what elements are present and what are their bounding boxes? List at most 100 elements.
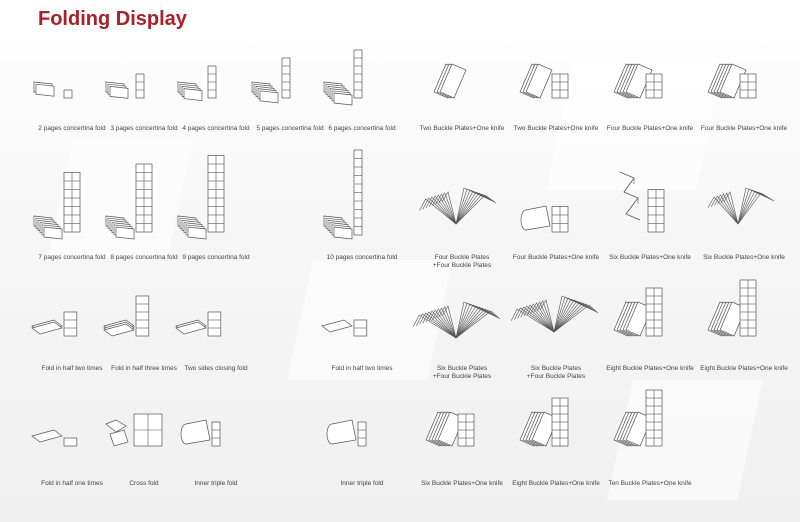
caption-line: Two Buckle Plates+One knife: [513, 125, 599, 132]
caption-line: Six Buckle Plates+One knife: [421, 480, 503, 487]
caption-line: Six Buckle Plates: [436, 365, 488, 372]
unfolded-panel-grid: [63, 311, 78, 337]
rolled-fold: [180, 419, 211, 445]
fold-item-caption: 8 pages concertina fold: [92, 254, 196, 262]
fold-item-caption: 3 pages concertina fold: [92, 125, 196, 133]
fold-diagram: [103, 295, 150, 337]
cross-fold-sheet: [105, 419, 129, 447]
unfolded-panel-grid: [211, 421, 221, 447]
unfolded-panel-grid: [457, 413, 475, 447]
fold-diagram: [510, 295, 599, 333]
half-fold-sheet: [321, 319, 353, 333]
caption-line: Inner triple fold: [194, 480, 238, 487]
fold-diagram: [323, 49, 363, 106]
caption-line: Fold in half two times: [331, 365, 393, 372]
fold-item-caption: Six Buckle Plates+Four Buckle Plates: [504, 365, 608, 381]
folded-leaflet-stack: [105, 81, 129, 99]
zigzag-fold: [619, 171, 641, 221]
folded-leaflet-stack: [33, 81, 55, 97]
fold-diagram: [412, 301, 501, 339]
caption-line: Six Buckle Plates: [530, 365, 582, 372]
open-folded-book: [412, 301, 501, 339]
fold-item: Four Buckle Plates+One knife: [606, 40, 694, 162]
caption-line: 6 pages concertina fold: [328, 125, 396, 132]
caption-line: 4 pages concertina fold: [182, 125, 250, 132]
fold-diagram: [613, 287, 663, 337]
unfolded-panel-grid: [647, 189, 665, 233]
unfolded-panel-grid: [63, 172, 81, 233]
fold-item: Two Buckle Plates+One knife: [512, 40, 600, 162]
fold-diagram: [619, 171, 665, 233]
fold-diagram: [520, 205, 569, 233]
fold-diagram: [31, 311, 78, 337]
fold-item: Six Buckle Plates+Four Buckle Plates: [510, 278, 600, 400]
fold-item-caption: 7 pages concertina fold: [20, 254, 124, 262]
fold-item: Inner triple fold: [318, 388, 406, 510]
fold-item: 8 pages concertina fold: [100, 150, 188, 272]
fold-item-caption: Four Buckle Plates+One knife: [504, 254, 608, 262]
caption-line: Four Buckle Plates+One knife: [700, 125, 788, 132]
caption-line: Inner triple fold: [340, 480, 384, 487]
fold-item-caption: Six Buckle Plates+One knife: [410, 480, 514, 488]
caption-line: Four Buckle Plates+One knife: [606, 125, 694, 132]
unfolded-panel-grid: [63, 437, 78, 447]
open-folded-book: [510, 295, 599, 333]
fold-item-caption: Inner triple fold: [310, 480, 414, 488]
unfolded-panel-grid: [357, 421, 367, 447]
caption-line: 2 pages concertina fold: [38, 125, 106, 132]
fold-item: Six Buckle Plates+One knife: [418, 388, 506, 510]
open-folded-book: [707, 187, 775, 225]
fold-item-caption: Fold in half one times: [20, 480, 124, 488]
fold-item: Fold in half two times: [318, 278, 406, 400]
fold-diagram: [105, 413, 163, 447]
unfolded-panel-grid: [135, 73, 145, 99]
fold-item-caption: Six Buckle Plates+One knife: [692, 254, 796, 262]
caption-line: 8 pages concertina fold: [110, 254, 178, 261]
fold-diagram: [180, 419, 221, 447]
unfolded-panel-grid: [207, 311, 222, 337]
folded-leaflet-stack: [323, 81, 353, 106]
fold-item: Eight Buckle Plates+One knife: [606, 278, 694, 400]
caption-line: Fold in half two times: [41, 365, 103, 372]
fold-diagram: [419, 187, 497, 225]
unfolded-panel-grid: [207, 65, 217, 99]
fold-diagram: [613, 63, 663, 99]
caption-line: 7 pages concertina fold: [38, 254, 106, 261]
fold-item-caption: Inner triple fold: [164, 480, 268, 488]
fold-diagram: [707, 63, 757, 99]
unfolded-panel-grid: [353, 49, 363, 99]
fold-diagram: [177, 65, 217, 101]
caption-line: Fold in half three times: [111, 365, 177, 372]
caption-line: Four Buckle Plates: [434, 254, 490, 261]
fold-diagram: [177, 155, 225, 240]
fold-item-caption: Cross fold: [92, 480, 196, 488]
unfolded-panel-grid: [353, 149, 363, 236]
fold-diagram: [425, 411, 475, 447]
fold-item-caption: Eight Buckle Plates+One knife: [504, 480, 608, 488]
fold-item-caption: Six Buckle Plates+One knife: [598, 254, 702, 262]
caption-line: Six Buckle Plates+One knife: [609, 254, 691, 261]
unfolded-panel-grid: [135, 295, 150, 337]
fold-diagram: [321, 319, 368, 337]
fold-diagram: [519, 397, 569, 447]
fold-item-caption: 5 pages concertina fold: [238, 125, 342, 133]
fold-item-caption: Eight Buckle Plates+One knife: [692, 365, 796, 373]
folded-leaflet-stack: [251, 81, 279, 104]
fold-diagram: [105, 73, 145, 99]
unfolded-panel-grid: [551, 206, 569, 233]
fold-diagram: [251, 57, 291, 104]
caption-line: Eight Buckle Plates+One knife: [606, 365, 694, 372]
folded-leaflet-stack: [105, 215, 135, 240]
fold-item-caption: Ten Buckle Plates+One knife: [598, 480, 702, 488]
unfolded-panel-grid: [739, 279, 757, 337]
fold-item: Four Buckle Plates+Four Buckle Plates: [418, 150, 506, 272]
half-fold-sheet: [31, 429, 63, 443]
fold-item: Fold in half two times: [28, 278, 116, 400]
fold-diagram: [707, 279, 757, 337]
fold-diagram: [105, 163, 153, 240]
half-fold-sheet: [175, 319, 207, 335]
open-folded-book: [419, 187, 497, 225]
fold-diagram: [519, 63, 569, 99]
rolled-fold: [520, 205, 551, 231]
fold-item: Four Buckle Plates+One knife: [512, 150, 600, 272]
